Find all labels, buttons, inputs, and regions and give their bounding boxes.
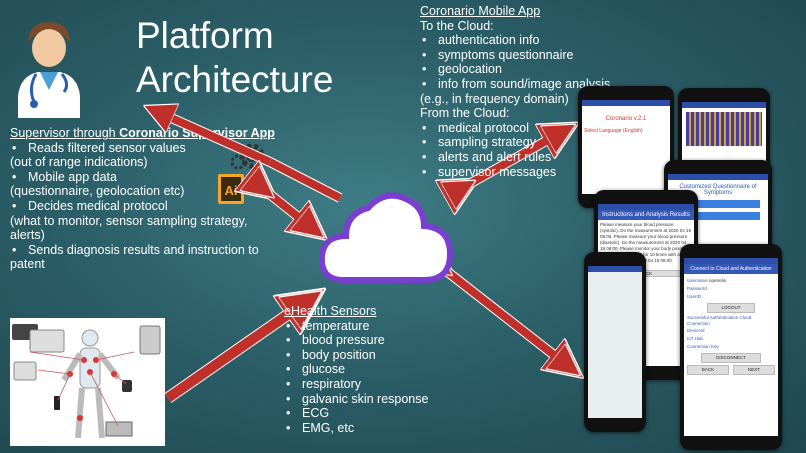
mobile-from-cloud: From the Cloud: [420, 106, 510, 121]
mobile-section: Coronario Mobile App To the Cloud: authe… [420, 4, 660, 179]
logout-button[interactable]: LOGOUT [707, 303, 755, 313]
supervisor-line: Mobile app data [10, 170, 285, 185]
phone-connect: Connect to Cloud and Authentication User… [680, 244, 782, 450]
back-button[interactable]: BACK [687, 365, 729, 375]
sensor-item: respiratory [284, 377, 484, 392]
cloud-icon [318, 192, 454, 283]
language-label: Select Language (English) [584, 128, 643, 134]
arrow-sensors-cloud [164, 302, 306, 403]
disconnect-button[interactable]: DISCONNECT [701, 353, 761, 363]
supervisor-line: alerts) [10, 228, 45, 243]
phone-app-home: Coronario v.2.1 Select Language (English… [578, 86, 674, 208]
sensor-item: body position [284, 348, 484, 363]
supervisor-line: (questionnaire, geolocation etc) [10, 184, 185, 199]
supervisor-line: (what to monitor, sensor sampling strate… [10, 213, 248, 228]
supervisor-line: patent [10, 257, 45, 272]
deviceid-label: DeviceId [687, 328, 705, 333]
supervisor-line: Reads filtered sensor values [10, 141, 285, 156]
sensor-item: galvanic skin response [284, 392, 484, 407]
instructions-title: Instructions and Analysis Results [598, 210, 694, 220]
sensor-item: temperature [284, 319, 484, 334]
mobile-to-item: symptoms questionnaire [420, 48, 660, 63]
password-label: Password [687, 286, 707, 291]
connkey-label: Connection Key [687, 344, 719, 349]
mobile-to-item: geolocation [420, 62, 660, 77]
arrow-cloud-supervisor [262, 188, 312, 228]
sensor-item: glucose [284, 362, 484, 377]
supervisor-line: (out of range indications) [10, 155, 148, 170]
mobile-to-item: authentication info [420, 33, 660, 48]
mobile-to-cloud: To the Cloud: [420, 18, 494, 33]
sensors-section: eHealth Sensors temperature blood pressu… [284, 304, 484, 435]
username-label: Username [687, 278, 708, 283]
auth-status: Successful Authentication Cloud Connecti… [687, 315, 752, 326]
mobile-from-item: sampling strategy [420, 135, 660, 150]
next-button[interactable]: NEXT [733, 365, 775, 375]
app-title: Coronario v.2.1 [605, 116, 647, 122]
sensor-item: EMG, etc [284, 421, 484, 436]
mobile-heading: Coronario Mobile App [420, 4, 541, 18]
phone-map [584, 252, 646, 432]
sensors-photo [10, 318, 165, 446]
connect-title: Connect to Cloud and Authentication [684, 264, 778, 274]
iothub-label: IoT Hub [687, 336, 703, 341]
sensor-item: blood pressure [284, 333, 484, 348]
mobile-from-item: supervisor messages [420, 165, 660, 180]
sensors-heading: eHealth Sensors [284, 304, 377, 318]
questionnaire-title: Customized Questionnaire of Symptoms [679, 184, 757, 196]
page-title: Platform Architecture [136, 15, 334, 100]
mobile-from-item: medical protocol [420, 121, 660, 136]
userid-label: UserID [687, 294, 702, 299]
username-field[interactable]: npetrelis [709, 278, 727, 283]
mobile-to-note: (e.g., in frequency domain) [420, 91, 569, 106]
mobile-from-item: alerts and alert rules [420, 150, 660, 165]
supervisor-line: Decides medical protocol [10, 199, 285, 214]
arrow-cloud-doctor [158, 112, 343, 203]
mobile-to-item: info from sound/image analysis [420, 77, 660, 92]
sensor-item: ECG [284, 406, 484, 421]
supervisor-line: Sends diagnosis results and instruction … [10, 243, 285, 258]
arrow-cloud-phone [440, 266, 568, 366]
body-sensors-image [12, 324, 161, 439]
doctor-icon [18, 22, 80, 118]
